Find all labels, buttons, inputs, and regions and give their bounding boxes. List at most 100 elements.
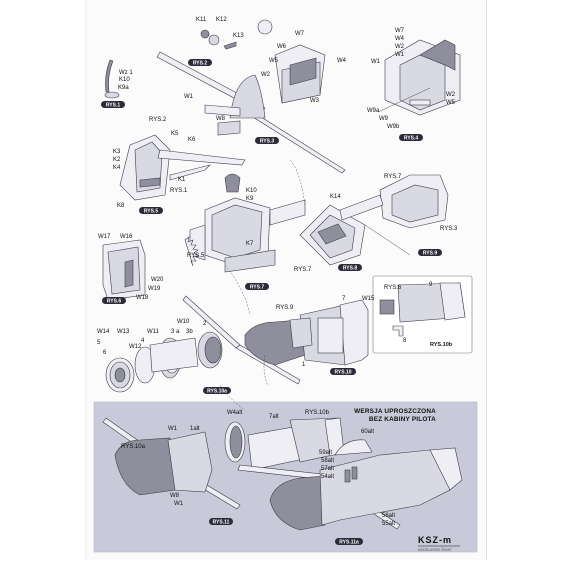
label-w5-r: W5 [446,100,456,106]
label-k14: K14 [330,194,341,200]
rys11-assembly [102,417,345,510]
label-rys3-r: RYS.3 [440,226,458,232]
label-59alt: 59alt [319,450,332,456]
rys10-fuselage-assembly [182,295,369,385]
label-w18: W18 [136,295,149,301]
label-k12: K12 [216,17,227,23]
label-w10: W10 [177,319,190,325]
label-w19: W19 [148,286,161,292]
label-w2-r: W2 [395,44,405,50]
label-num8: 8 [403,338,407,344]
rys6-assembly [102,239,146,301]
label-rys10b-box: RYS.10b [430,342,453,348]
flow-arrow-4 [289,159,306,206]
svg-text:RYS.11: RYS.11 [213,520,230,526]
label-num6: 6 [103,350,107,356]
label-w7-r: W7 [395,28,405,34]
label-wz1: Wz 1 [119,70,133,76]
svg-text:RYS.3: RYS.3 [260,139,274,145]
brand-logo: KSZ-m MODELARSKI ŚWIAT [418,535,460,552]
badge-rys3: RYS.3 [255,137,279,145]
badge-rys1: RYS.1 [101,101,125,109]
label-w4alt: W4alt [227,410,243,416]
svg-text:RYS.2: RYS.2 [193,61,207,67]
label-w1-top: W1 [184,94,194,100]
rys10b-inset [372,275,473,354]
label-w11: W11 [147,329,160,335]
figure-badges: RYS.1 RYS.2 RYS.3 RYS.4 RYS.5 RYS.6 RYS.… [101,59,442,546]
label-55alt: 55alt [382,521,395,527]
label-w9a: W9a [367,108,380,114]
label-num4: 4 [141,338,145,344]
label-56alt: 56alt [382,513,395,519]
badge-rys10a: RYS.10a [203,387,231,395]
label-rys7-m2: RYS.7 [294,267,312,273]
label-w17: W17 [98,234,111,240]
label-w4-top: W4 [337,58,347,64]
label-k10-m: K10 [246,188,257,194]
label-rys1-l: RYS.1 [170,188,188,194]
badge-rys10: RYS.10 [330,368,356,376]
label-rys10a-alt: RYS.10a [121,444,146,450]
label-k7: K7 [246,241,254,247]
label-w1-alt: W1 [168,426,178,432]
label-num3b: 3b [186,329,193,335]
label-k2: K2 [113,157,121,163]
label-w9b: W9b [387,124,400,130]
label-w2-r2: W2 [446,92,456,98]
svg-text:RYS.10: RYS.10 [334,370,351,376]
label-rys10b-alt: RYS.10b [305,410,330,416]
part-labels: Wz 1 K10 K9a K11 K12 K13 W1 W2 W3 W4 W5 … [97,17,458,527]
svg-text:RYS.10a: RYS.10a [207,389,227,395]
svg-text:RYS.5: RYS.5 [144,209,158,215]
label-num2: 2 [203,321,207,327]
label-num9: 9 [429,282,433,288]
label-60alt: 60alt [361,429,374,435]
rys1-assembly [104,59,120,99]
rys9-assembly [339,174,449,229]
rys8-assembly [299,204,411,266]
svg-text:RYS.11a: RYS.11a [339,540,359,546]
label-w7-top: W7 [295,31,305,37]
label-k4: K4 [113,165,121,171]
label-num7: 7 [342,296,346,302]
badge-rys7: RYS.7 [245,283,269,291]
label-w12: W12 [129,344,142,350]
flow-arrow-1 [224,264,251,316]
label-w9: W9 [379,116,389,122]
label-k5: K5 [171,131,179,137]
flow-arrow-3 [219,384,246,411]
label-w6: W6 [277,44,287,50]
label-57alt: 57alt [321,466,334,472]
label-rys7-r: RYS.7 [384,174,402,180]
label-7alt: 7alt [269,414,279,420]
label-k13: K13 [233,33,244,39]
label-w5-top: W5 [269,58,279,64]
label-rys2-l: RYS.2 [149,117,167,123]
simplified-note-line1: WERSJA UPROSZCZONA [354,408,436,415]
label-1alt: 1alt [190,426,200,432]
label-k9-m: K9 [246,196,254,202]
label-w13: W13 [117,329,130,335]
label-w1-alt2: W1 [174,501,184,507]
label-num5: 5 [97,340,101,346]
label-w8-top: W8 [216,116,226,122]
rys7-fuselage-assembly [184,173,306,273]
label-w16: W16 [120,234,133,240]
svg-text:RYS.8: RYS.8 [343,266,357,272]
svg-text:RYS.9: RYS.9 [423,251,437,257]
label-k10: K10 [119,77,130,83]
label-w15: W15 [362,296,375,302]
svg-text:RYS.4: RYS.4 [404,136,418,142]
rys11a-assembly [237,439,463,531]
svg-text:RYS.6: RYS.6 [107,299,121,305]
label-k11: K11 [196,17,207,23]
label-w2-top: W2 [261,72,271,78]
label-w8-alt: W8 [170,493,180,499]
flow-arrow-2 [263,354,269,387]
label-rys9-b: RYS.9 [276,305,294,311]
rys10a-assembly [105,331,223,393]
label-k6: K6 [188,137,196,143]
label-k9a: K9a [118,85,129,91]
